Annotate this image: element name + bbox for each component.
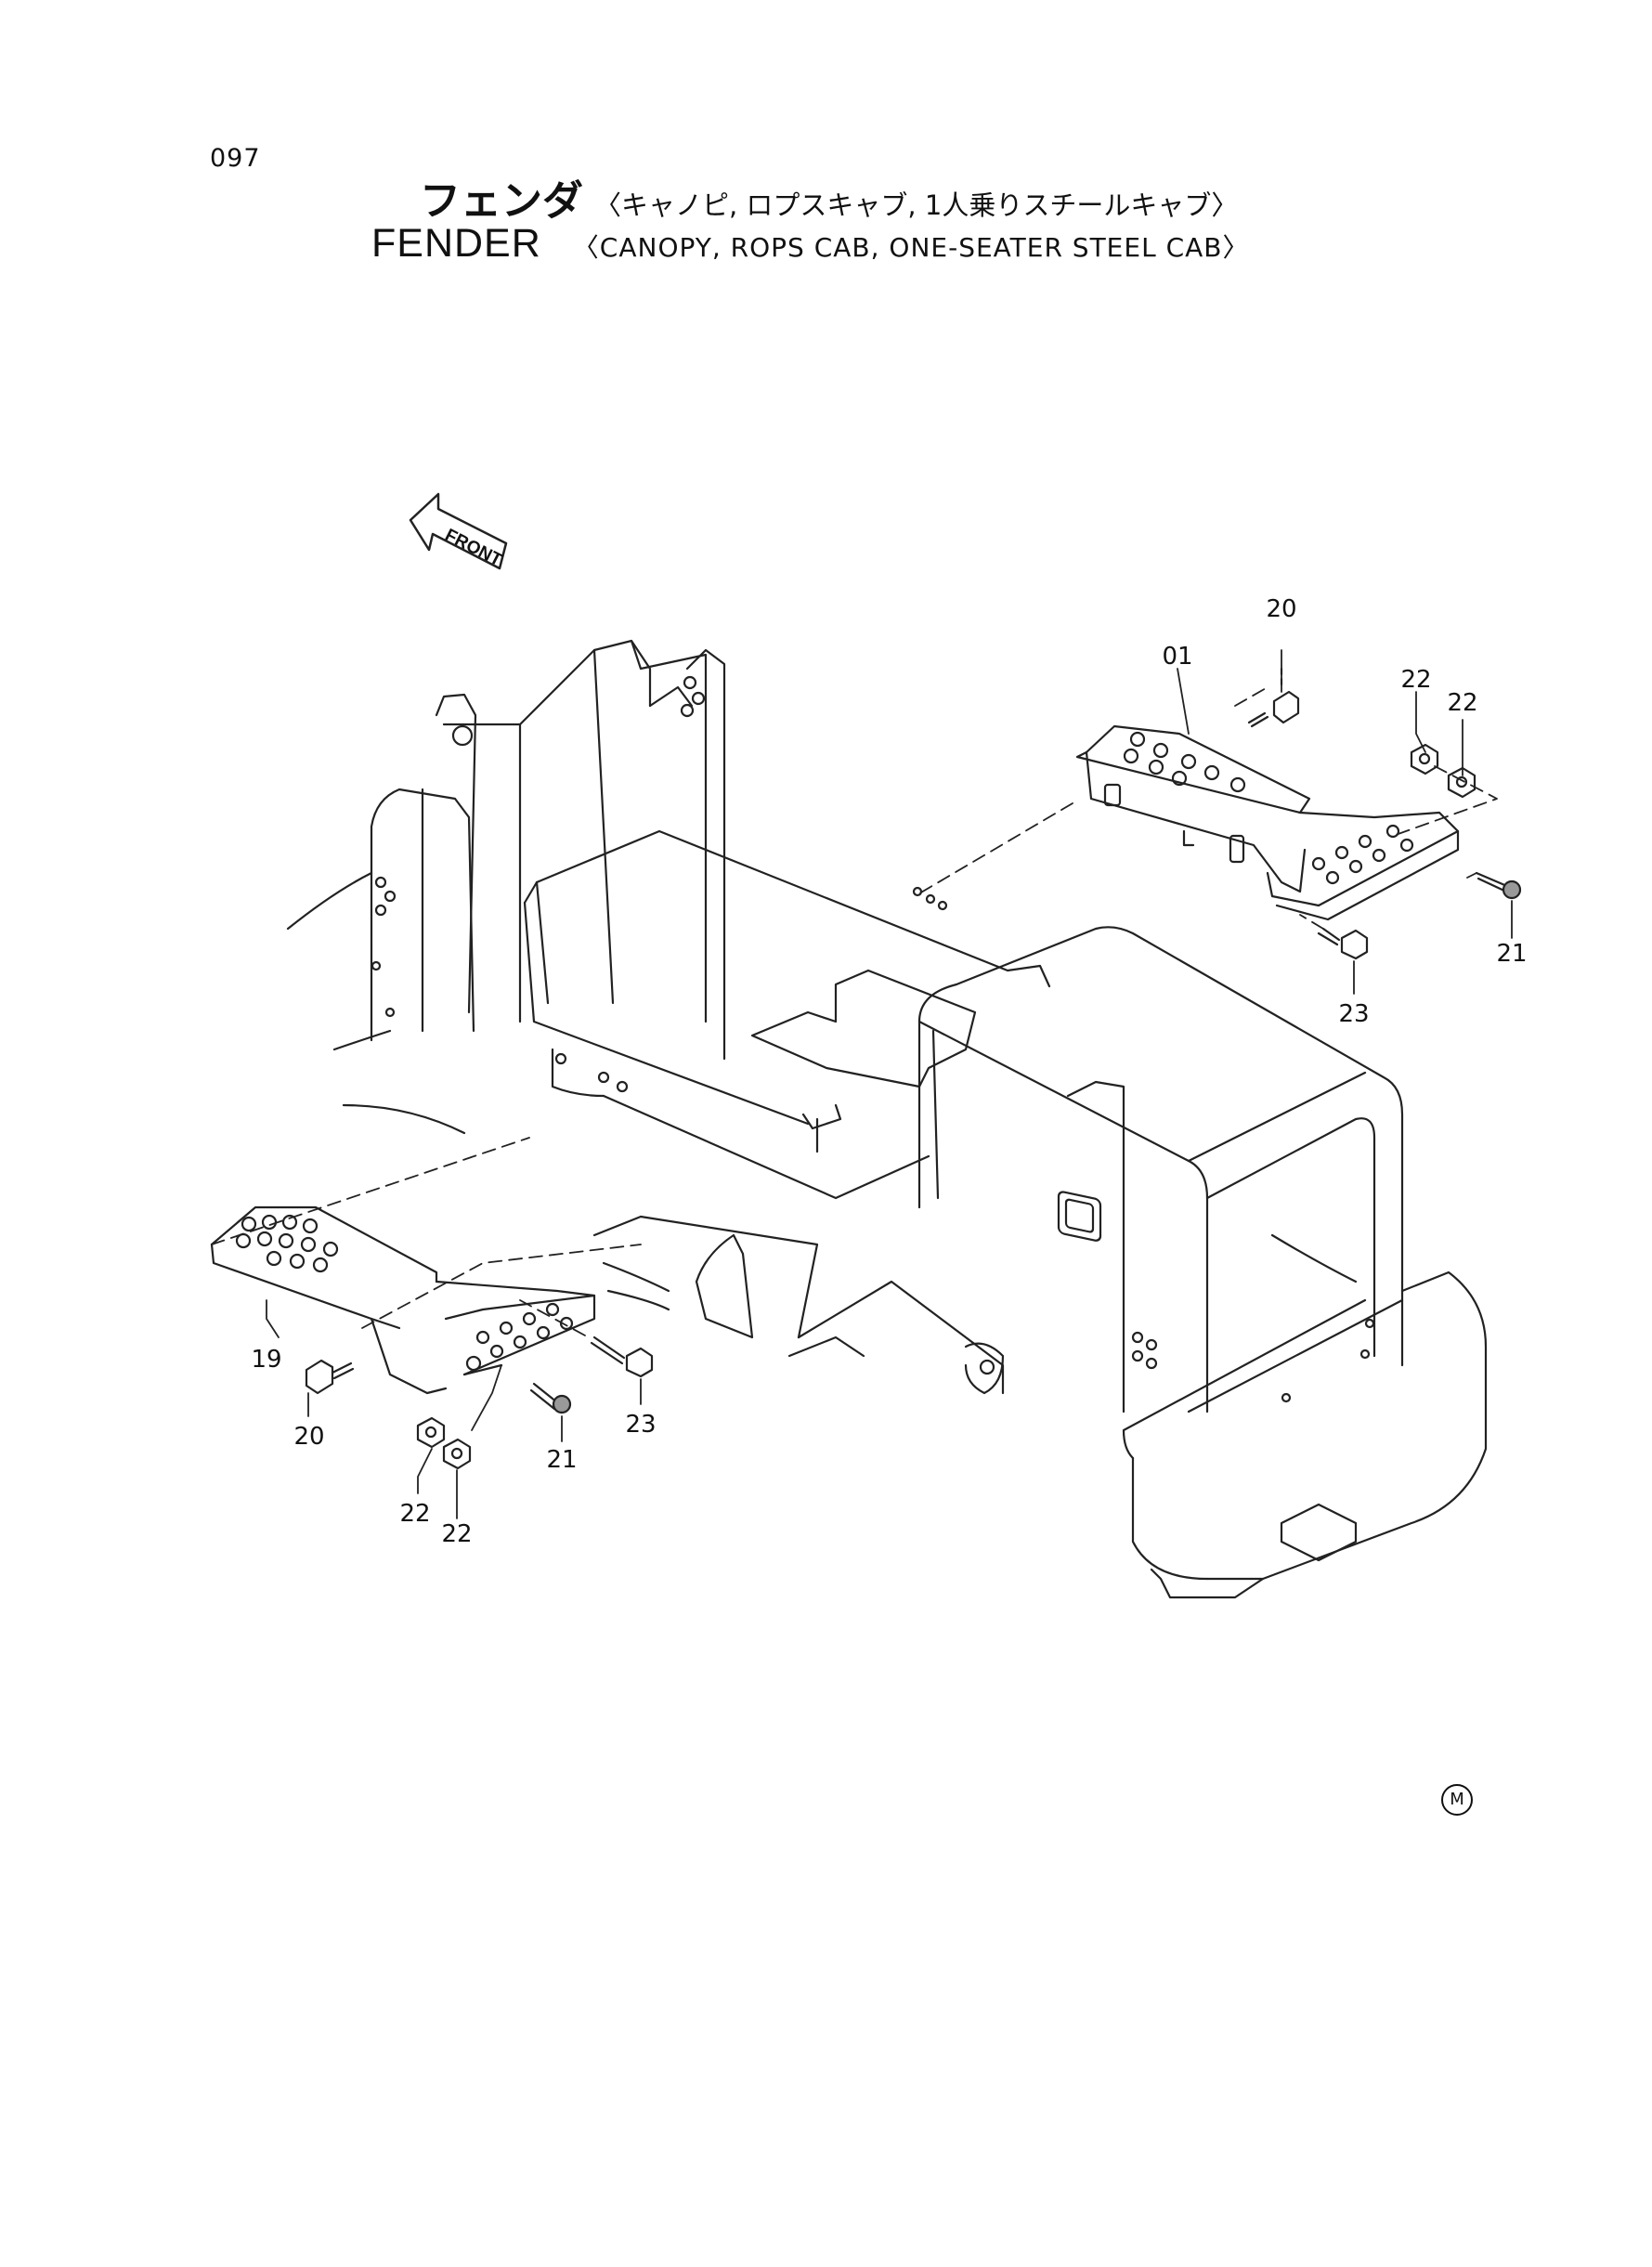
title-japanese: フェンダ〈キャノピ, ロプスキャブ, 1人乗りスチールキャブ〉 [420,167,1238,227]
callout-23-upper: 23 [1338,1000,1369,1028]
page-number: 097 [210,144,261,173]
model-mark-icon: M [1441,1784,1473,1816]
callout-23-lower: 23 [625,1411,656,1439]
callout-01: 01 [1162,643,1192,671]
lower-frame-side [592,1215,1005,1395]
right-step-bracket [1075,724,1460,921]
swing-frame-bracket [286,639,726,1135]
fastener-nut-22-lower-a [416,1416,446,1449]
callout-labels: 01 19 20 20 21 21 22 22 22 22 23 23 [251,595,1527,1548]
title-english: FENDER 〈CANOPY, ROPS CAB, ONE-SEATER STEE… [371,221,1249,267]
callout-22-upper-a: 22 [1400,666,1431,694]
fastener-nut-22-upper-b [1447,766,1476,799]
assembly-guide-lines [211,686,1498,1336]
callout-19: 19 [251,1346,281,1374]
left-step-bracket [210,1205,596,1395]
callout-leader-lines [266,649,1513,1519]
fastener-bolt-20-upper [1247,667,1300,728]
upper-deck-plate [523,829,1051,1200]
callout-20-lower: 20 [293,1423,324,1451]
callout-22-upper-b: 22 [1447,689,1477,717]
title-jp-sub: 〈キャノピ, ロプスキャブ, 1人乗りスチールキャブ〉 [594,189,1239,221]
fastener-bolt-21-upper [1475,871,1522,900]
callout-21-upper: 21 [1496,940,1527,968]
front-arrow-icon: FRONT [409,492,508,571]
callout-22-lower-a: 22 [399,1500,430,1528]
fastener-bolt-21-lower [529,1382,572,1414]
counterweight-assembly [917,926,1488,1599]
title-jp-main: フェンダ [420,177,583,225]
fastener-nut-22-lower-b [442,1438,472,1470]
fastener-bolt-23-lower [590,1335,654,1378]
front-label: FRONT [442,526,505,571]
title-en-sub: 〈CANOPY, ROPS CAB, ONE-SEATER STEEL CAB〉 [572,232,1250,263]
fastener-nut-22-upper-a [1410,743,1439,775]
callout-21-lower: 21 [546,1446,577,1474]
fastener-bolt-23-upper [1317,927,1369,960]
fastener-bolt-20-lower [305,1359,355,1395]
title-en-main: FENDER [371,221,541,266]
callout-20-upper: 20 [1266,595,1296,623]
callout-22-lower-b: 22 [441,1520,472,1548]
